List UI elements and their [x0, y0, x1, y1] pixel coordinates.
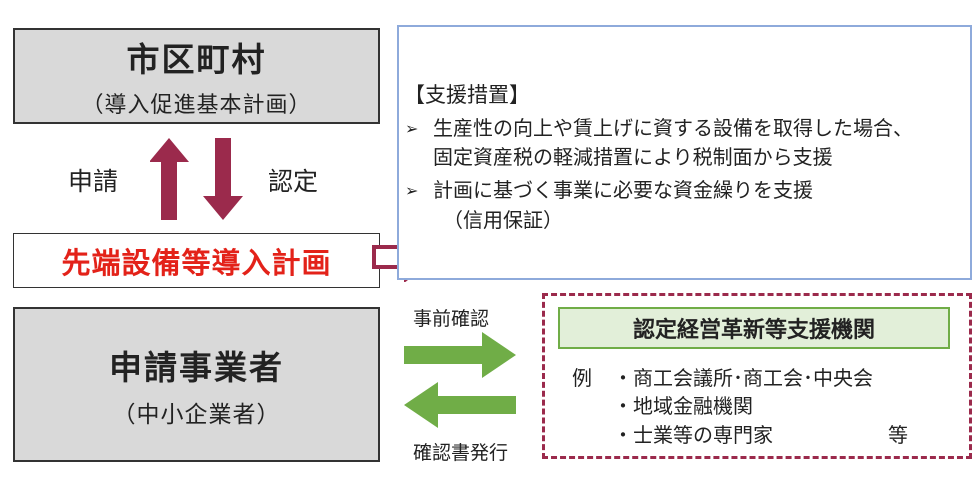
- organization-item: ・士業等の専門家: [613, 423, 773, 447]
- applicant-title: 申請事業者: [109, 347, 284, 387]
- organization-item: ・商工会議所･商工会･中央会: [613, 366, 873, 390]
- left-green-arrow-icon: [404, 382, 516, 428]
- support-item-finance: ➢ 計画に基づく事業に必要な資金繰りを支援 （信用保証）: [405, 176, 965, 236]
- certificate-issued-label: 確認書発行: [413, 442, 509, 464]
- support-item-line: 生産性の向上や賃上げに資する設備を取得した場合、: [433, 116, 913, 140]
- up-arrow-icon: [150, 138, 189, 220]
- support-measures-box: [397, 25, 972, 280]
- right-green-arrow-icon: [404, 332, 516, 378]
- organizations-title: 認定経営革新等支援機関: [558, 307, 950, 349]
- certify-label: 認定: [268, 167, 319, 196]
- municipality-box: 市区町村 （導入促進基本計画）: [13, 28, 380, 124]
- support-item-line: 計画に基づく事業に必要な資金繰りを支援: [433, 178, 813, 202]
- apply-label: 申請: [68, 167, 119, 196]
- down-arrow-icon: [203, 138, 243, 220]
- support-item-line: （信用保証）: [443, 208, 563, 232]
- prior-confirmation-label: 事前確認: [413, 308, 490, 330]
- municipality-title: 市区町村: [126, 40, 267, 79]
- applicant-box: 申請事業者 （中小企業者）: [13, 307, 380, 462]
- plan-title: 先端設備等導入計画: [61, 245, 332, 280]
- example-label: 例: [572, 366, 592, 390]
- support-item-line: 固定資産税の軽減措置により税制面から支援: [433, 145, 833, 169]
- municipality-subtitle: （導入促進基本計画）: [81, 93, 312, 118]
- bullet-arrow-icon: ➢: [405, 181, 419, 200]
- etc-label: 等: [888, 423, 908, 447]
- support-item-tax: ➢ 生産性の向上や賃上げに資する設備を取得した場合、 固定資産税の軽減措置により…: [405, 114, 965, 174]
- bullet-arrow-icon: ➢: [405, 119, 419, 138]
- plan-box: 先端設備等導入計画: [13, 233, 380, 288]
- apply-certify-arrows: [150, 138, 243, 220]
- organization-item: ・地域金融機関: [613, 394, 753, 418]
- exchange-arrows: [404, 332, 516, 428]
- support-title: 【支援措置】: [404, 83, 530, 107]
- applicant-subtitle: （中小企業者）: [112, 401, 281, 428]
